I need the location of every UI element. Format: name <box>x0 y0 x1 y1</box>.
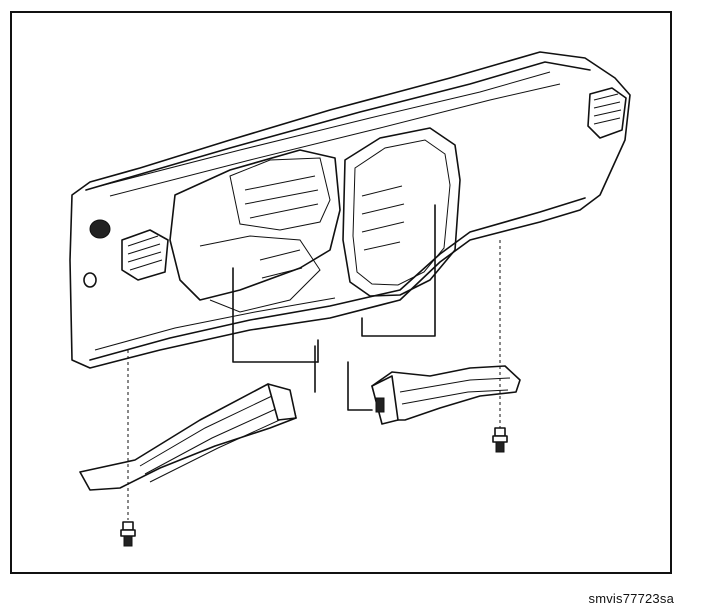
right-lower-duct <box>371 365 521 425</box>
figure-id-label: smvis77723sa <box>588 591 674 606</box>
right-lower-bracket <box>347 361 373 411</box>
instrument-panel <box>69 51 631 369</box>
center-stack-opening <box>342 127 461 297</box>
left-reference-bracket <box>232 267 319 363</box>
right-fastener <box>492 427 508 453</box>
cluster-opening <box>169 149 341 313</box>
left-air-vent <box>83 219 169 288</box>
left-lower-duct <box>79 383 297 491</box>
right-reference-bracket <box>361 204 436 337</box>
right-air-vent <box>587 87 627 139</box>
left-fastener <box>120 521 136 547</box>
